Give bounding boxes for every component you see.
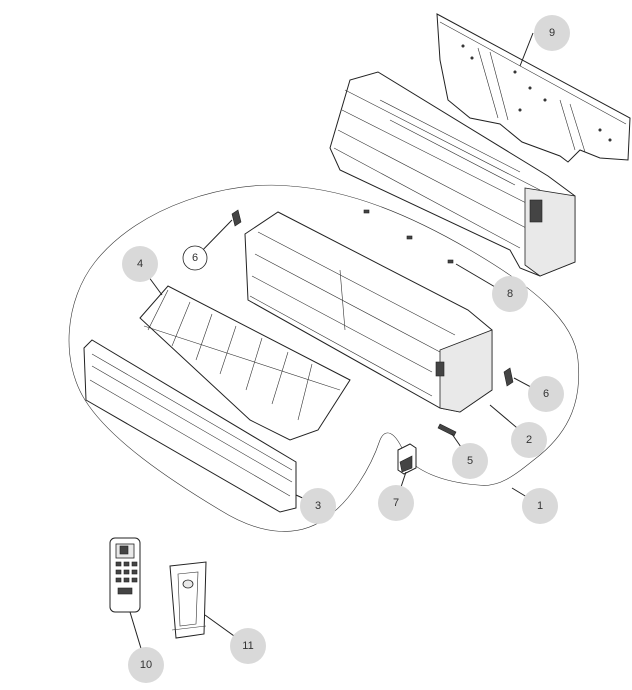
front-grille (83, 339, 297, 513)
chassis (329, 71, 576, 277)
callout-10-label: 10 (140, 659, 152, 671)
callout-7-label: 7 (393, 497, 399, 509)
clip-part-left (231, 209, 242, 227)
callout-8: 8 (492, 276, 528, 312)
callout-2: 2 (511, 422, 547, 458)
callout-5-label: 5 (467, 455, 473, 467)
callout-11-label: 11 (242, 640, 253, 652)
callout-4-label: 4 (137, 258, 143, 270)
callout-6-right-label: 6 (543, 388, 549, 400)
callout-6-left: 6 (182, 245, 208, 271)
callout-9: 9 (534, 15, 570, 51)
callout-3-label: 3 (315, 500, 321, 512)
mounting-plate (436, 13, 631, 163)
chassis-screws (363, 209, 454, 264)
clip-part-right (503, 367, 514, 387)
callout-8-label: 8 (507, 288, 513, 300)
callout-1: 1 (522, 488, 558, 524)
callout-10: 10 (128, 647, 164, 683)
callout-4: 4 (122, 246, 158, 282)
callout-7: 7 (378, 485, 414, 521)
air-filter (139, 285, 351, 441)
key-part (437, 423, 457, 437)
callout-6-left-label: 6 (192, 252, 198, 264)
callout-1-label: 1 (537, 500, 543, 512)
receiver-module (397, 443, 417, 475)
callout-3: 3 (300, 488, 336, 524)
remote-control (109, 537, 141, 613)
callout-11: 11 (230, 628, 266, 664)
callout-6-right: 6 (528, 376, 564, 412)
callout-2-label: 2 (526, 434, 532, 446)
remote-holder (169, 561, 207, 639)
callout-9-label: 9 (549, 27, 555, 39)
callout-5: 5 (452, 443, 488, 479)
assembly-group-outline (68, 184, 579, 532)
front-casing (244, 211, 493, 413)
